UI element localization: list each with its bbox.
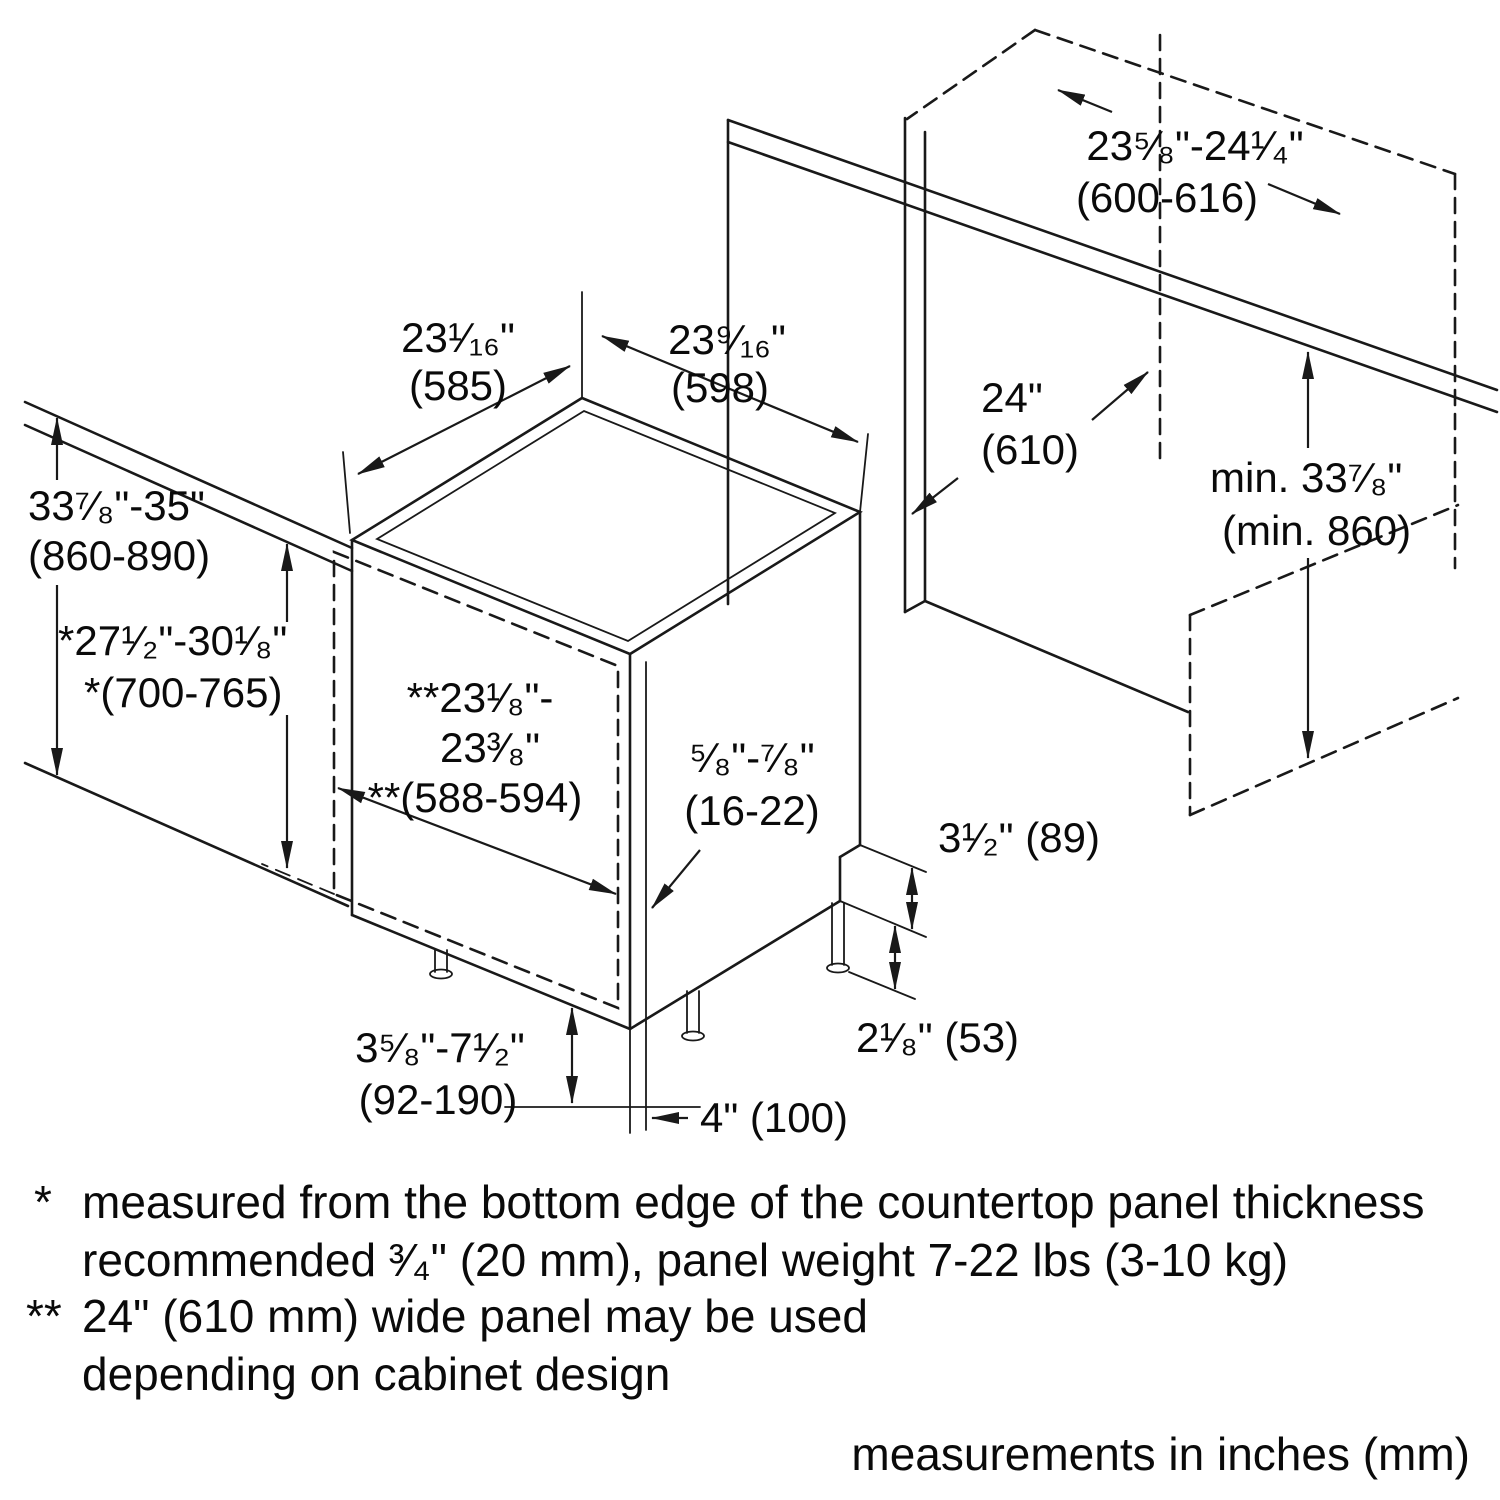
dim-panel-thickness-inches: ⁵⁄₈"-⁷⁄₈"	[689, 734, 814, 781]
floor-line-left	[23, 761, 350, 908]
dim-top-width-inches: 23⁹⁄₁₆"	[668, 316, 786, 363]
dim-top-depth-inches: 23¹⁄₁₆"	[401, 314, 515, 361]
dim-cabinet-depth-inches: 24"	[981, 374, 1043, 421]
arrow-panel-thickness	[651, 849, 701, 909]
footnote-doublestar-marker: **	[26, 1290, 62, 1342]
arrow-cabinet-depth-right	[1091, 371, 1149, 421]
dim-niche-width-inches: 23⁵⁄₈"-24¹⁄₄"	[1086, 122, 1303, 169]
arrow-panel-width	[337, 786, 617, 896]
footnote-doublestar-line1: 24" (610 mm) wide panel may be used	[82, 1290, 868, 1342]
footnote-star-line2: recommended ³⁄₄" (20 mm), panel weight 7…	[82, 1234, 1288, 1286]
dim-panel-width-mm: **(588-594)	[368, 774, 583, 821]
leveling-foot	[429, 949, 453, 980]
dashed-cabinet-outline	[905, 28, 1460, 817]
custom-panel-outline	[261, 550, 620, 1010]
leveling-feet	[429, 902, 850, 1042]
dim-panel-height-mm: *(700-765)	[84, 669, 282, 716]
dim-panel-width-inches-line1: **23¹⁄₈"-	[407, 674, 554, 721]
dim-top-width-mm: (598)	[671, 364, 769, 411]
dim-niche-width-mm: (600-616)	[1076, 174, 1258, 221]
dim-niche-height-inches: min. 33⁷⁄₈"	[1210, 454, 1402, 501]
arrow-top-depth	[357, 365, 571, 475]
dishwasher-top-rim	[375, 409, 837, 643]
footnote-doublestar-line2: depending on cabinet design	[82, 1348, 670, 1400]
niche-floor-line	[923, 599, 1190, 714]
cabinet-wall	[903, 116, 1190, 714]
footnote-star-line1: measured from the bottom edge of the cou…	[82, 1176, 1424, 1228]
leveling-foot	[681, 990, 705, 1042]
arrow-cabinet-depth-left	[911, 477, 959, 515]
countertop-lines-left	[23, 400, 354, 573]
dim-top-depth-mm: (585)	[409, 362, 507, 409]
dim-panel-width-inches-line2: 23³⁄₈"	[440, 724, 540, 771]
arrow-niche-width-right	[1267, 182, 1341, 216]
dim-overall-height-inches: 33⁷⁄₈"-35"	[28, 482, 205, 529]
dim-toe-kick-height: 3¹⁄₂" (89)	[938, 814, 1100, 861]
dim-overall-height-mm: (860-890)	[28, 532, 210, 579]
arrow-niche-width-left	[1057, 88, 1113, 114]
dim-niche-height-mm: (min. 860)	[1222, 507, 1411, 554]
extension-lines	[342, 291, 927, 1134]
units-note: measurements in inches (mm)	[851, 1428, 1470, 1480]
dim-toe-kick-depth: 4" (100)	[700, 1094, 848, 1141]
dimension-arrows	[51, 88, 1341, 1124]
toe-kick-notch	[838, 843, 862, 859]
dim-leg-range-inches: 3⁵⁄₈"-7¹⁄₂"	[355, 1024, 525, 1071]
dim-cabinet-depth-mm: (610)	[981, 426, 1079, 473]
dim-panel-height-inches: *27¹⁄₂"-30¹⁄₈"	[58, 617, 287, 664]
dishwasher-top-face	[349, 396, 863, 656]
arrow-top-width	[601, 334, 859, 444]
dim-panel-thickness-mm: (16-22)	[684, 787, 819, 834]
dim-leg-range-mm: (92-190)	[359, 1076, 518, 1123]
dim-rear-leg-height: 2¹⁄₈" (53)	[856, 1014, 1019, 1061]
footnote-star-marker: *	[34, 1176, 52, 1228]
leveling-foot	[826, 902, 850, 974]
